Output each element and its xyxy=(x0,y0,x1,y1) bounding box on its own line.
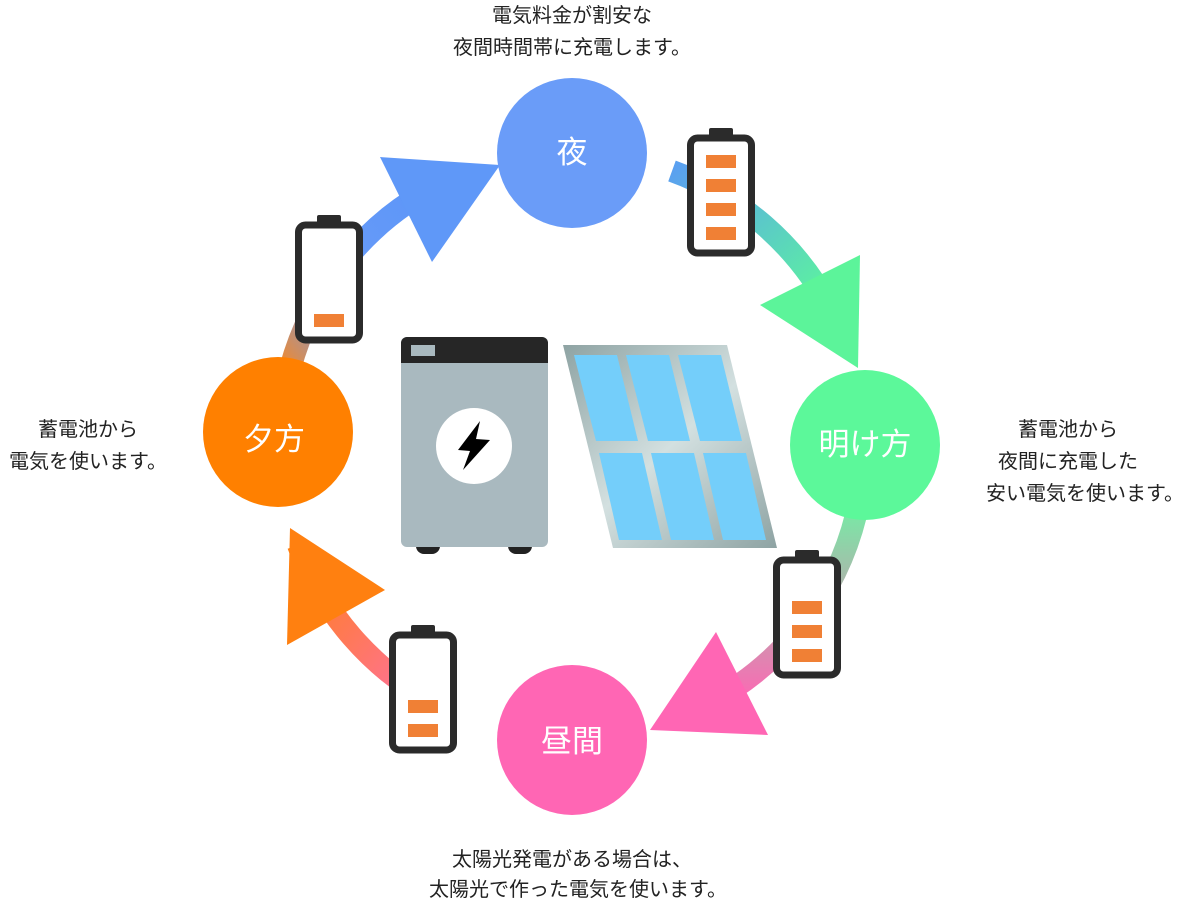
svg-text:太陽光発電がある場合は、: 太陽光発電がある場合は、 xyxy=(452,847,692,871)
phase-circle xyxy=(497,78,647,228)
battery-level-bar xyxy=(706,155,736,168)
phase-label: 明け方 xyxy=(819,427,912,463)
phase-circle xyxy=(790,370,940,520)
battery-icon-after-day xyxy=(389,625,457,754)
battery-icon-after-dawn xyxy=(773,550,841,679)
caption-dawn: 蓄電池から 夜間に充電した 安い電気を使います。 xyxy=(986,417,1184,505)
phase-circle xyxy=(203,357,353,507)
battery-level-bar xyxy=(792,625,822,638)
phase-night: 夜 xyxy=(497,78,647,228)
phase-day: 昼間 xyxy=(497,665,647,815)
svg-text:蓄電池から: 蓄電池から xyxy=(38,417,138,441)
svg-text:安い電気を使います。: 安い電気を使います。 xyxy=(986,481,1184,505)
phase-label: 夕方 xyxy=(243,422,305,458)
caption-evening: 蓄電池から 電気を使います。 xyxy=(9,417,167,473)
battery-icon-after-night xyxy=(687,128,755,257)
svg-text:夜間時間帯に充電します。: 夜間時間帯に充電します。 xyxy=(453,35,691,59)
svg-text:蓄電池から: 蓄電池から xyxy=(1018,417,1118,441)
battery-level-bar xyxy=(792,601,822,614)
phase-label: 夜 xyxy=(557,135,588,171)
phase-dawn: 明け方 xyxy=(790,370,940,520)
svg-text:電気料金が割安な: 電気料金が割安な xyxy=(492,3,652,27)
svg-text:太陽光で作った電気を使います。: 太陽光で作った電気を使います。 xyxy=(429,877,727,901)
battery-level-bar xyxy=(314,314,344,327)
phase-evening: 夕方 xyxy=(203,357,353,507)
phase-label: 昼間 xyxy=(541,724,603,760)
battery-icon-after-evening xyxy=(295,215,363,344)
battery-level-bar xyxy=(408,724,438,737)
lightning-icon xyxy=(458,421,490,470)
battery-level-bar xyxy=(706,203,736,216)
caption-day: 太陽光発電がある場合は、 太陽光で作った電気を使います。 xyxy=(429,847,727,901)
phase-circle xyxy=(497,665,647,815)
battery-level-bar xyxy=(706,179,736,192)
svg-text:電気を使います。: 電気を使います。 xyxy=(9,449,167,473)
storage-battery-unit-icon xyxy=(401,337,548,554)
caption-night: 電気料金が割安な 夜間時間帯に充電します。 xyxy=(453,3,691,59)
battery-level-bar xyxy=(706,227,736,240)
solar-panel-icon xyxy=(563,345,777,548)
battery-level-bar xyxy=(792,649,822,662)
battery-level-bar xyxy=(408,700,438,713)
svg-text:夜間に充電した: 夜間に充電した xyxy=(998,449,1138,473)
